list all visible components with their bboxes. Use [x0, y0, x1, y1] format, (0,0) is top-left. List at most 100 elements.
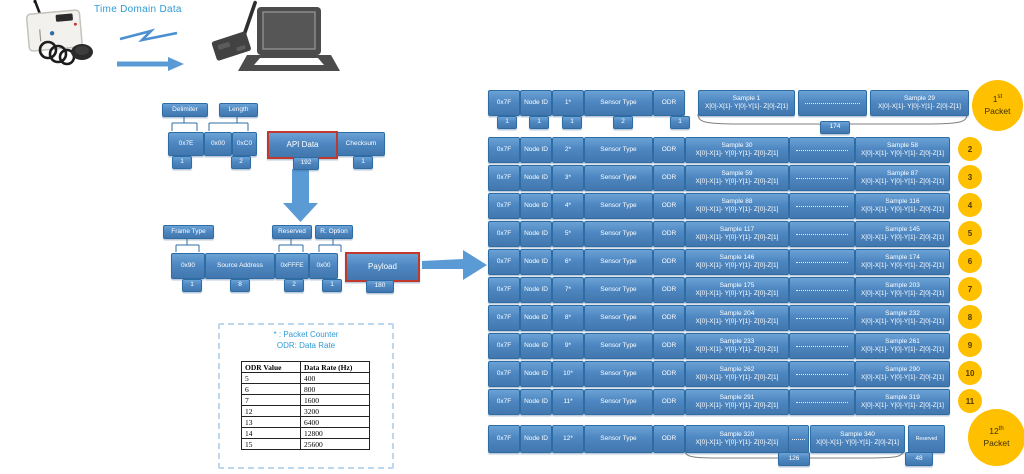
sample-end-cell: Sample 145 X[0]-X[1]- Y[0]-Y[1]- Z[0]-Z[…	[855, 221, 950, 247]
sample-label: Sample 261	[885, 337, 920, 345]
sample-label: Sample 262	[719, 365, 755, 373]
size-badge: 180	[366, 280, 394, 293]
sample-axes-label: X[0]-X[1]- Y[0]-Y[1]- Z[0]-Z[1]	[695, 318, 779, 325]
odr-cell: ODR	[653, 333, 685, 359]
node-id-cell: Node ID	[520, 90, 552, 116]
delimiter-cell: 0x7F	[488, 277, 520, 303]
data-rate-cell: 25600	[300, 438, 370, 450]
badge-ordinal: 1st	[992, 94, 1003, 105]
sample-start-cell: Sample 59 X[0]-X[1]- Y[0]-Y[1]- Z[0]-Z[1…	[685, 165, 789, 191]
size-badge: 1	[670, 116, 690, 129]
sample-start-cell: Sample 30 X[0]-X[1]- Y[0]-Y[1]- Z[0]-Z[1…	[685, 137, 789, 163]
sensor-type-cell: Sensor Type	[584, 389, 653, 415]
first-packet-badge: 1st Packet	[972, 80, 1023, 131]
sample-axes-label: X[0]-X[1]- Y[0]-Y[1]- Z[0]-Z[1]	[861, 206, 944, 213]
ellipsis-cell	[789, 221, 855, 247]
sample-start-cell: Sample 146 X[0]-X[1]- Y[0]-Y[1]- Z[0]-Z[…	[685, 249, 789, 275]
sample-start-cell: Sample 204 X[0]-X[1]- Y[0]-Y[1]- Z[0]-Z[…	[685, 305, 789, 331]
odr-value-cell: 5	[241, 372, 301, 384]
sample-label: Sample 340	[840, 430, 875, 438]
size-badge: 1	[322, 279, 342, 292]
packet-counter-cell: 6*	[552, 249, 584, 275]
sample-end-cell: Sample 58 X[0]-X[1]- Y[0]-Y[1]- Z[0]-Z[1…	[855, 137, 950, 163]
packet-row: 0x7F Node ID 9* Sensor Type ODR Sample 2…	[488, 333, 982, 359]
callout-frame-type: Frame Type	[163, 225, 214, 239]
data-rate-cell: 1600	[300, 394, 370, 406]
odr-cell: ODR	[653, 165, 685, 191]
ellipsis-cell	[789, 193, 855, 219]
badge-word: Packet	[983, 437, 1010, 448]
down-arrow-icon	[283, 169, 318, 222]
sample-start-cell: Sample 262 X[0]-X[1]- Y[0]-Y[1]- Z[0]-Z[…	[685, 361, 789, 387]
odr-value-cell: 14	[241, 427, 301, 439]
frame-cell-source-address: Source Address	[205, 253, 275, 279]
delimiter-cell: 0x7F	[488, 221, 520, 247]
packet-number-badge: 2	[958, 137, 982, 161]
sample-axes-label: X[0]-X[1]- Y[0]-Y[1]- Z[0]-Z[1]	[861, 262, 944, 269]
sample-start-cell: Sample 233 X[0]-X[1]- Y[0]-Y[1]- Z[0]-Z[…	[685, 333, 789, 359]
packet-counter-cell: 1*	[552, 90, 584, 116]
size-badge: 1	[529, 116, 549, 129]
sample-label: Sample 145	[885, 225, 920, 233]
sample-start-cell: Sample 320 X[0]-X[1]- Y[0]-Y[1]- Z[0]-Z[…	[685, 425, 789, 453]
packet-number-badge: 3	[958, 165, 982, 189]
frame-cell-delimiter: 0x7E	[168, 132, 204, 156]
usb-receiver-icon	[211, 0, 257, 61]
dotted-line	[795, 149, 849, 151]
size-badge: 1	[497, 116, 517, 129]
sample-axes-label: X[0]-X[1]- Y[0]-Y[1]- Z[0]-Z[1]	[695, 206, 779, 213]
node-id-cell: Node ID	[520, 333, 552, 359]
sample-label: Sample 58	[886, 141, 919, 149]
sample-axes-label: X[0]-X[1]- Y[0]-Y[1]- Z[0]-Z[1]	[695, 374, 779, 381]
sample-label: Sample 146	[719, 253, 755, 261]
sample-axes-label: X[0]-X[1]- Y[0]-Y[1]- Z[0]-Z[1]	[878, 103, 961, 110]
odr-table-row: 13 6400	[241, 416, 370, 428]
sample-label: Sample 320	[719, 430, 755, 438]
callout-delimiter: Delimiter	[162, 103, 208, 117]
ellipsis-cell	[789, 305, 855, 331]
frame-cell-reserved: 0xFFFE	[275, 253, 309, 279]
delimiter-cell: 0x7F	[488, 193, 520, 219]
dotted-line	[795, 261, 849, 263]
delimiter-cell: 0x7F	[488, 90, 520, 116]
sample-start-cell: Sample 291 X[0]-X[1]- Y[0]-Y[1]- Z[0]-Z[…	[685, 389, 789, 415]
size-badge: 192	[293, 157, 319, 170]
odr-table-row: 14 12800	[241, 427, 370, 439]
ellipsis-cell	[789, 361, 855, 387]
dotted-line	[805, 102, 860, 104]
time-domain-data-label: Time Domain Data	[94, 4, 182, 15]
delimiter-cell: 0x7F	[488, 425, 520, 453]
sample-label: Sample 116	[885, 197, 920, 205]
packet-number-badge: 9	[958, 333, 982, 357]
odr-value-cell: 7	[241, 394, 301, 406]
packet-counter-cell: 10*	[552, 361, 584, 387]
sample-label: Sample 204	[719, 309, 755, 317]
sample-end-cell: Sample 290 X[0]-X[1]- Y[0]-Y[1]- Z[0]-Z[…	[855, 361, 950, 387]
packet-row-last: 0x7F Node ID 12* Sensor Type ODR Sample …	[488, 425, 968, 453]
sample-end-cell: Sample 174 X[0]-X[1]- Y[0]-Y[1]- Z[0]-Z[…	[855, 249, 950, 275]
sample-end-cell: Sample 116 X[0]-X[1]- Y[0]-Y[1]- Z[0]-Z[…	[855, 193, 950, 219]
wireless-signal-icon	[119, 28, 178, 43]
size-badge: 2	[613, 116, 633, 129]
dotted-line	[795, 289, 849, 291]
sample-label: Sample 175	[719, 281, 755, 289]
frame-cell-api-data: API Data	[267, 131, 338, 159]
sample-label: Sample 291	[719, 393, 755, 401]
packet-number-badge: 7	[958, 277, 982, 301]
frame-cell-length-lsb: 0xC0	[232, 132, 257, 156]
odr-table-row: 5 400	[241, 372, 370, 384]
reserved-size-badge: 48	[905, 452, 933, 466]
ellipsis-cell	[789, 165, 855, 191]
node-id-cell: Node ID	[520, 361, 552, 387]
sample-label: Sample 30	[721, 141, 753, 149]
delimiter-cell: 0x7F	[488, 249, 520, 275]
odr-cell: ODR	[653, 221, 685, 247]
node-id-cell: Node ID	[520, 305, 552, 331]
sample-label: Sample 1	[732, 94, 761, 102]
packet-counter-cell: 4*	[552, 193, 584, 219]
sample-axes-label: X[0]-X[1]- Y[0]-Y[1]- Z[0]-Z[1]	[816, 439, 899, 446]
odr-table-row: 7 1600	[241, 394, 370, 406]
sample-axes-label: X[0]-X[1]- Y[0]-Y[1]- Z[0]-Z[1]	[861, 178, 944, 185]
odr-table-row: 6 800	[241, 383, 370, 395]
ellipsis-cell	[788, 425, 809, 453]
